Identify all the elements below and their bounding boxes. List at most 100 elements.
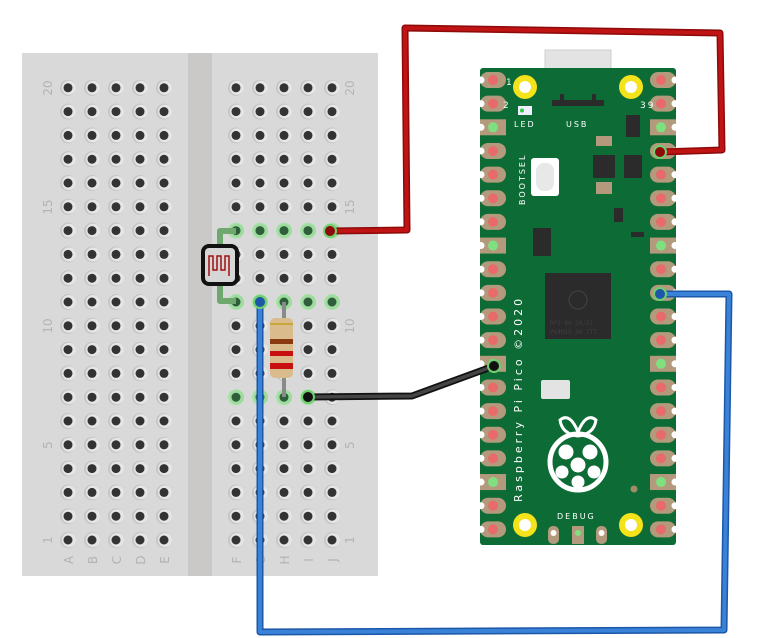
breadboard-hole[interactable] [63,273,73,283]
breadboard-hole[interactable] [63,202,73,212]
breadboard-hole[interactable] [231,202,241,212]
pico-pin[interactable] [656,477,666,488]
breadboard-hole[interactable] [135,249,145,259]
breadboard-hole[interactable] [303,345,313,355]
breadboard-hole[interactable] [327,83,337,93]
breadboard-hole[interactable] [231,321,241,331]
breadboard-hole[interactable] [303,273,313,283]
pico-pin[interactable] [656,524,666,535]
breadboard-hole[interactable] [159,511,169,521]
breadboard-hole[interactable] [279,202,289,212]
breadboard-hole[interactable] [87,368,97,378]
breadboard-hole[interactable] [111,416,121,426]
breadboard-hole[interactable] [327,368,337,378]
breadboard-hole[interactable] [279,511,289,521]
wire-endpoint[interactable] [653,145,667,159]
breadboard-hole[interactable] [159,178,169,188]
breadboard-hole[interactable] [111,440,121,450]
pico-pin[interactable] [488,524,498,535]
breadboard-hole[interactable] [255,249,265,259]
pico-pin[interactable] [656,311,666,322]
breadboard-hole[interactable] [279,487,289,497]
breadboard-hole[interactable] [87,511,97,521]
breadboard-hole[interactable] [327,416,337,426]
breadboard-hole[interactable] [231,392,241,402]
breadboard-hole[interactable] [159,249,169,259]
breadboard-hole[interactable] [111,202,121,212]
pico-pin[interactable] [488,429,498,440]
breadboard-hole[interactable] [87,535,97,545]
breadboard-hole[interactable] [255,273,265,283]
breadboard-hole[interactable] [327,535,337,545]
breadboard-hole[interactable] [135,440,145,450]
pico-pin[interactable] [656,169,666,180]
breadboard-hole[interactable] [327,154,337,164]
breadboard-hole[interactable] [327,464,337,474]
breadboard-hole[interactable] [111,487,121,497]
breadboard-hole[interactable] [303,130,313,140]
wire-endpoint[interactable] [301,390,315,404]
breadboard-hole[interactable] [87,273,97,283]
breadboard-hole[interactable] [111,345,121,355]
breadboard-hole[interactable] [255,178,265,188]
breadboard-hole[interactable] [255,226,265,236]
breadboard-hole[interactable] [255,107,265,117]
pico-pin[interactable] [488,264,498,275]
breadboard-hole[interactable] [231,83,241,93]
breadboard-hole[interactable] [303,440,313,450]
breadboard-hole[interactable] [63,321,73,331]
breadboard-hole[interactable] [303,83,313,93]
breadboard-hole[interactable] [63,464,73,474]
breadboard-hole[interactable] [303,178,313,188]
breadboard-hole[interactable] [87,345,97,355]
breadboard-hole[interactable] [279,178,289,188]
breadboard-hole[interactable] [135,511,145,521]
breadboard-hole[interactable] [63,226,73,236]
breadboard-hole[interactable] [63,535,73,545]
breadboard-hole[interactable] [63,154,73,164]
breadboard-hole[interactable] [327,487,337,497]
breadboard-hole[interactable] [111,154,121,164]
breadboard-hole[interactable] [279,273,289,283]
breadboard-hole[interactable] [231,130,241,140]
pico-pin[interactable] [488,335,498,346]
breadboard-hole[interactable] [231,107,241,117]
pico-pin[interactable] [656,264,666,275]
breadboard-hole[interactable] [87,107,97,117]
breadboard-hole[interactable] [87,178,97,188]
pico-pin[interactable] [656,240,666,251]
breadboard-hole[interactable] [327,321,337,331]
breadboard-hole[interactable] [63,368,73,378]
breadboard-hole[interactable] [303,107,313,117]
breadboard-hole[interactable] [159,321,169,331]
breadboard-hole[interactable] [111,249,121,259]
breadboard-hole[interactable] [303,416,313,426]
pico-pin[interactable] [488,216,498,227]
breadboard-hole[interactable] [303,154,313,164]
breadboard-hole[interactable] [159,416,169,426]
breadboard-hole[interactable] [63,392,73,402]
breadboard-hole[interactable] [87,440,97,450]
pico-pin[interactable] [488,311,498,322]
breadboard-hole[interactable] [111,368,121,378]
breadboard-hole[interactable] [111,535,121,545]
breadboard-hole[interactable] [135,321,145,331]
pico-pin[interactable] [488,287,498,298]
breadboard-hole[interactable] [231,464,241,474]
breadboard-hole[interactable] [327,345,337,355]
pico-pin[interactable] [656,382,666,393]
breadboard-hole[interactable] [87,321,97,331]
breadboard-hole[interactable] [159,202,169,212]
breadboard-hole[interactable] [111,392,121,402]
pico-pin[interactable] [488,477,498,488]
pico-pin[interactable] [656,122,666,133]
breadboard-hole[interactable] [63,130,73,140]
breadboard-hole[interactable] [231,535,241,545]
pico-pin[interactable] [488,406,498,417]
breadboard-hole[interactable] [303,202,313,212]
breadboard-hole[interactable] [159,297,169,307]
breadboard-hole[interactable] [135,107,145,117]
breadboard-hole[interactable] [303,511,313,521]
breadboard-hole[interactable] [279,535,289,545]
breadboard-hole[interactable] [87,297,97,307]
